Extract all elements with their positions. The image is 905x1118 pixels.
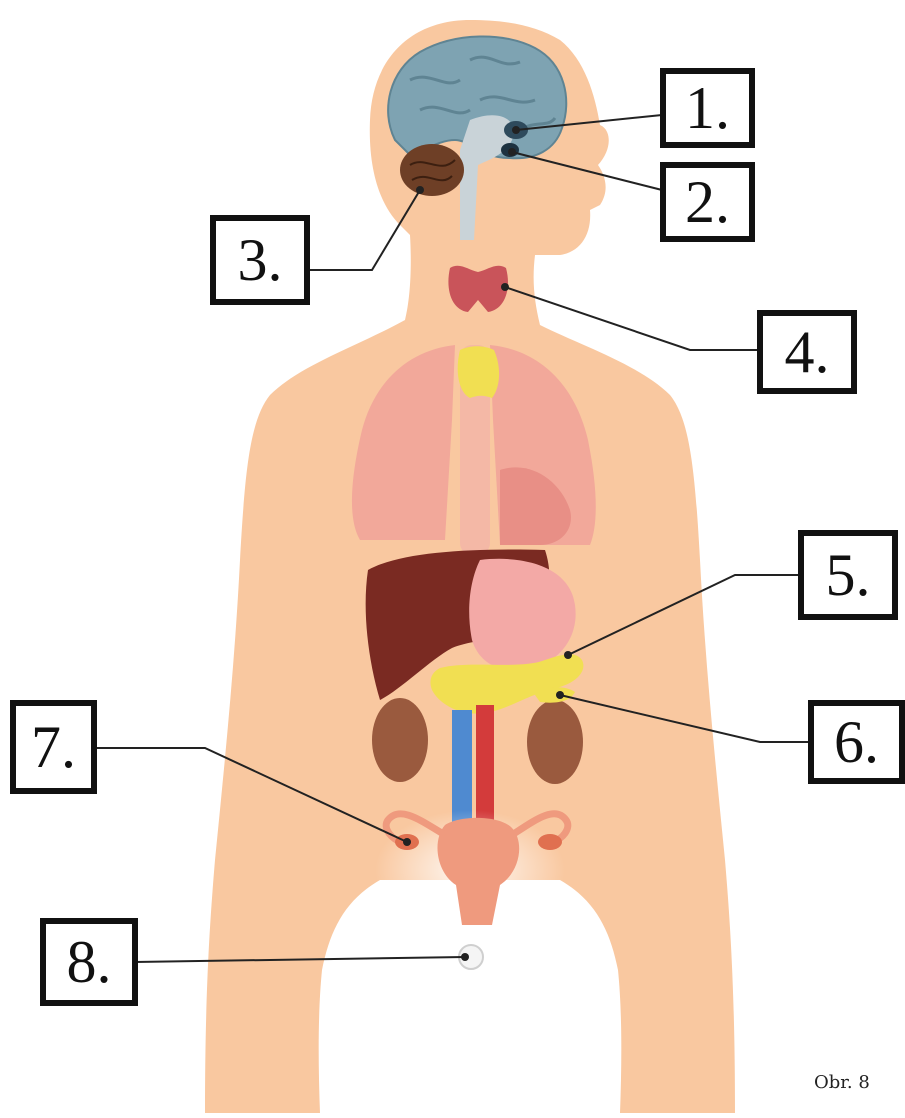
dot-2 (508, 148, 516, 156)
cerebellum (400, 144, 464, 196)
dot-8 (461, 953, 469, 961)
dot-5 (564, 651, 572, 659)
label-text: 3. (238, 230, 283, 290)
dot-6 (556, 691, 564, 699)
label-text: 7. (31, 717, 76, 777)
dot-1 (512, 126, 520, 134)
figure-caption: Obr. 8 (814, 1072, 870, 1093)
label-text: 6. (834, 712, 879, 772)
label-text: 1. (685, 78, 730, 138)
label-box-5: 5. (798, 530, 898, 620)
left-kidney (372, 698, 428, 782)
label-box-7: 7. (10, 700, 97, 794)
label-text: 2. (685, 172, 730, 232)
label-box-6: 6. (808, 700, 905, 784)
label-box-1: 1. (660, 68, 755, 148)
label-box-2: 2. (660, 162, 755, 242)
right-ovary (538, 834, 562, 850)
label-text: 5. (826, 545, 871, 605)
label-box-8: 8. (40, 918, 138, 1006)
label-text: 4. (785, 322, 830, 382)
right-kidney (527, 700, 583, 784)
dot-4 (501, 283, 509, 291)
dot-7 (403, 838, 411, 846)
dot-3 (416, 186, 424, 194)
label-text: 8. (67, 932, 112, 992)
label-box-4: 4. (757, 310, 857, 394)
label-box-3: 3. (210, 215, 310, 305)
thymus (458, 346, 499, 398)
